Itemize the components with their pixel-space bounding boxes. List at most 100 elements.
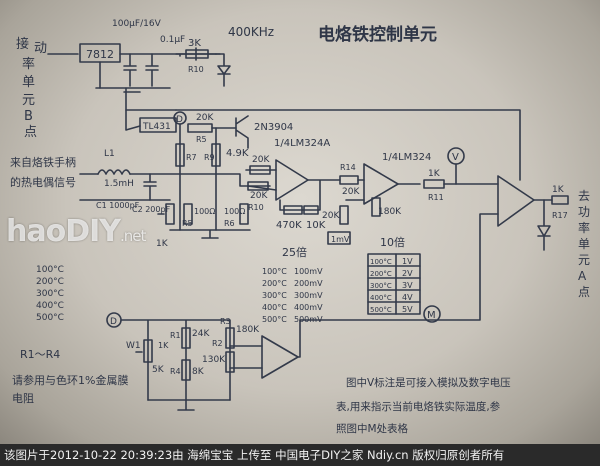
mv-row-0-t: 100°C <box>262 267 287 276</box>
r9-value: 4.9K <box>226 148 249 159</box>
cap-c1 <box>143 173 157 201</box>
note-bottom-1: 图中V标注是可接入模拟及数字电压 <box>346 376 511 389</box>
transistor-2n3904 <box>235 115 249 149</box>
node-m-icon <box>423 305 441 323</box>
note-bottom-2: 表,用来指示当前电烙铁实际温度,参 <box>336 400 501 413</box>
mv-row-2-v: 300mV <box>294 291 323 300</box>
gain-25-label: 25倍 <box>282 245 307 259</box>
r-180k <box>371 197 381 217</box>
lower-rail <box>120 319 231 401</box>
r-pot <box>165 203 175 225</box>
v-row-4-t: 500°C <box>370 306 392 314</box>
mv-row-0-v: 100mV <box>294 267 323 276</box>
note-resistors-2: 请参用与色环1%金属膜 <box>12 373 128 387</box>
watermark-net: .net <box>120 227 146 245</box>
opamp3-in2 <box>299 213 499 321</box>
input-label-2: 的热电偶信号 <box>10 175 76 189</box>
tl431-label: TL431 <box>142 122 171 132</box>
signal-line <box>129 173 271 187</box>
v-row-0-v: 1V <box>402 257 413 266</box>
opamp4-in <box>229 345 263 369</box>
node-m-label: M <box>427 310 436 321</box>
r-10k-value: 10K <box>306 220 326 231</box>
svg-text:点: 点 <box>24 125 37 140</box>
mv-row-1-t: 200°C <box>262 279 287 288</box>
right-side-label: 去 功 率 单 元 A 点 <box>578 189 590 299</box>
r7-id: R7 <box>186 153 197 162</box>
r-24k-value: 24K <box>192 329 210 339</box>
r-led-value: 3K <box>188 38 201 49</box>
temp-4: 500°C <box>36 313 64 323</box>
temp-list: 100°C 200°C 300°C 400°C 500°C <box>36 265 64 323</box>
cap-top-label: 100μF/16V <box>112 19 162 29</box>
svg-text:点: 点 <box>578 285 590 299</box>
cap-c2-label: C2 200pF <box>132 205 171 214</box>
input-label-1: 来自烙铁手柄 <box>10 155 76 169</box>
temp-0: 100°C <box>36 265 64 275</box>
svg-text:功: 功 <box>578 205 590 219</box>
r-180k-b-value: 180K <box>236 325 260 335</box>
cap-top-1 <box>123 53 137 87</box>
r-1k-c-value: 1K <box>158 341 169 350</box>
svg-text:B: B <box>24 109 33 124</box>
mv-row-3-t: 400°C <box>262 303 287 312</box>
r14 <box>339 175 359 185</box>
r11 <box>423 179 445 189</box>
r1-id: R1 <box>170 331 181 340</box>
r-100b <box>239 203 249 225</box>
r3 <box>225 327 235 349</box>
watermark-logo-text: haoDIY <box>6 214 121 249</box>
opamp2-in <box>345 179 365 201</box>
v-table-box <box>367 253 421 315</box>
r-130k-value: 130K <box>202 355 226 365</box>
r5-value: 20K <box>196 113 214 123</box>
v-table-lines <box>367 253 421 315</box>
mv-row-4-t: 500°C <box>262 315 287 324</box>
r17-id: R17 <box>552 211 568 220</box>
opamp-1-label: 1/4LM324A <box>274 138 330 149</box>
opamp-4 <box>261 335 299 379</box>
opamp-2-label: 1/4LM324 <box>382 152 431 163</box>
svg-text:去: 去 <box>578 189 590 203</box>
inductor-l1 <box>97 169 131 175</box>
left-side-label: 接 动 率 单 元 B 点 <box>16 36 47 140</box>
svg-text:元: 元 <box>22 93 35 108</box>
mv-row-3-v: 400mV <box>294 303 323 312</box>
r4 <box>181 359 191 381</box>
inductor-id: L1 <box>104 149 115 159</box>
v-row-4-v: 5V <box>402 305 413 314</box>
r-led-id: R10 <box>188 65 204 74</box>
cap-top2-label: 0.1μF <box>160 35 185 45</box>
r-pot-value: 1K <box>156 239 169 249</box>
transistor-label: 2N3904 <box>254 122 293 133</box>
r-470k <box>283 205 303 215</box>
mv-row-4-v: 500mV <box>294 315 323 324</box>
v-row-3-v: 4V <box>402 293 413 302</box>
r-20k-a-value: 20K <box>252 155 270 165</box>
v-table: 100°C 1V 200°C 2V 300°C 3V 400°C 4V 500°… <box>370 257 413 314</box>
svg-text:率: 率 <box>22 56 35 72</box>
led-out <box>537 199 551 251</box>
regulator-label: 7812 <box>86 48 114 61</box>
r14-id: R14 <box>340 163 356 172</box>
r5-id: R5 <box>196 135 207 144</box>
r-20k-a <box>249 165 271 175</box>
opamp1-in <box>245 169 277 191</box>
footer-caption: 该图片于2012-10-22 20:39:23由 海绵宝宝 上传至 中国电子DI… <box>0 444 600 466</box>
node-d-bottom-label: D <box>110 317 117 327</box>
v-row-2-v: 3V <box>402 281 413 290</box>
opamp-1 <box>275 159 309 201</box>
led-top <box>215 53 231 87</box>
temp-3: 400°C <box>36 301 64 311</box>
r-100b-value: 100Ω <box>224 207 245 216</box>
v-row-2-t: 300°C <box>370 282 392 290</box>
note-bottom-3: 照图中M处表格 <box>336 422 409 435</box>
ground-top <box>95 87 171 93</box>
r2 <box>225 351 235 373</box>
r-20k-d <box>339 205 349 225</box>
r7 <box>175 143 185 167</box>
r-20k-b <box>247 181 269 191</box>
mv-row-2-t: 300°C <box>262 291 287 300</box>
svg-text:率: 率 <box>578 220 590 235</box>
inductor-value: 1.5mH <box>104 179 134 189</box>
